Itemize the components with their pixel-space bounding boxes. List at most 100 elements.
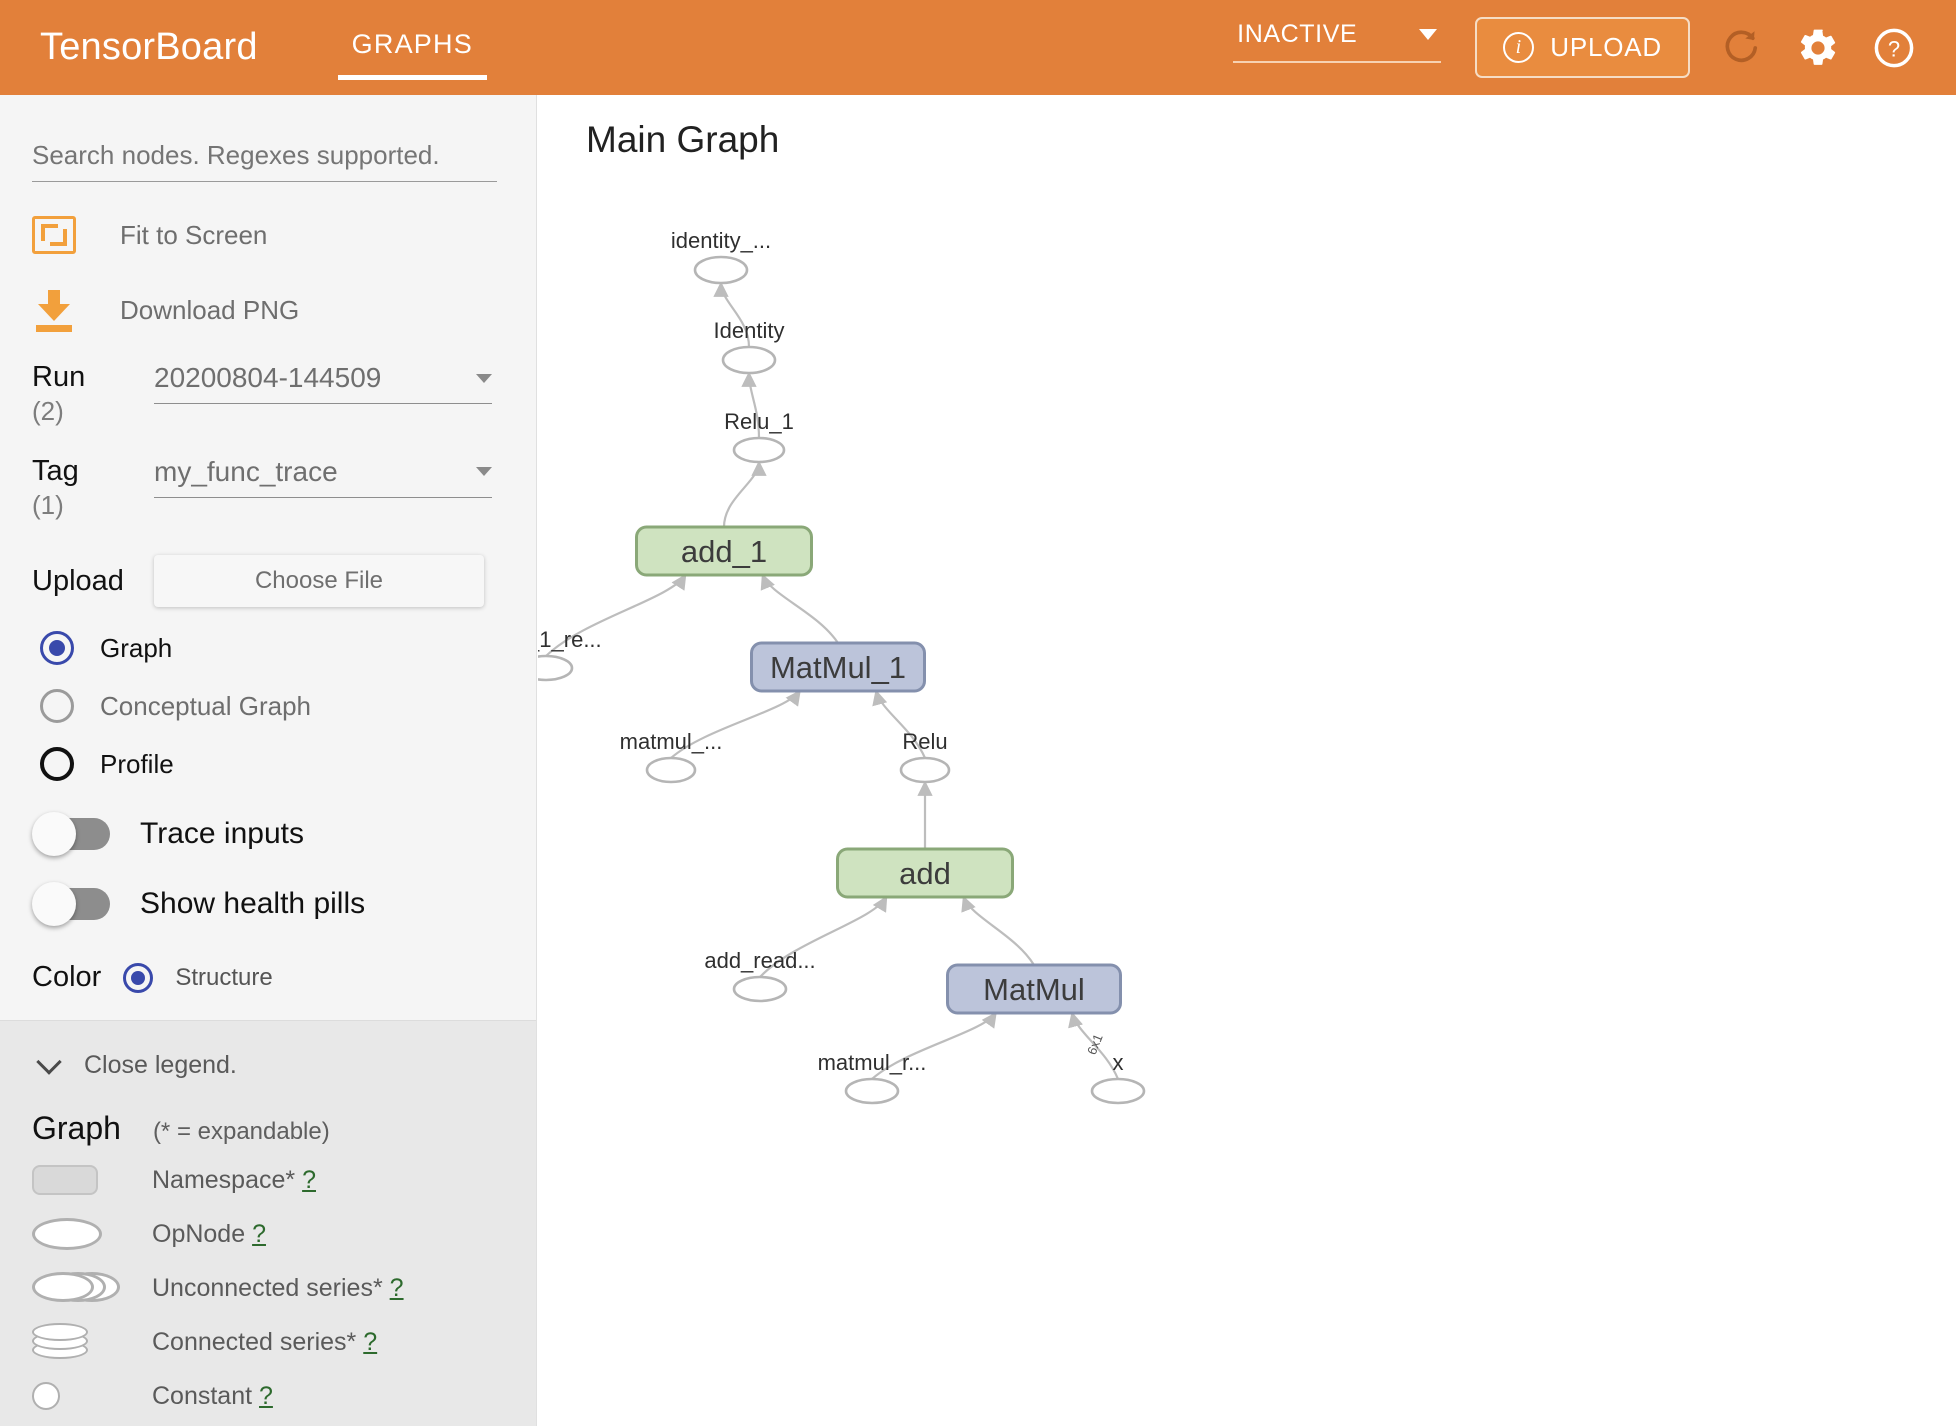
legend-subtitle: (* = expandable) xyxy=(152,1118,330,1146)
gear-icon[interactable] xyxy=(1796,26,1840,70)
op-node-label: add_read... xyxy=(704,948,815,973)
radio-graph[interactable]: Graph xyxy=(40,631,536,666)
namespace-node-shape[interactable] xyxy=(836,847,1014,899)
graph-edge xyxy=(722,460,767,528)
namespace-node-shape[interactable] xyxy=(635,525,813,577)
tab-graphs[interactable]: GRAPHS xyxy=(337,29,488,90)
constant-swatch-icon xyxy=(32,1382,128,1411)
help-link[interactable]: ? xyxy=(389,1273,404,1302)
refresh-icon[interactable] xyxy=(1722,27,1764,69)
legend-item-label: Constant ? xyxy=(152,1381,273,1410)
run-state-dropdown[interactable]: INACTIVE xyxy=(1233,20,1442,63)
tag-field: Tag (1) my_func_trace xyxy=(32,456,536,520)
app-header: TensorBoard GRAPHS INACTIVE i UPLOAD xyxy=(0,0,1956,95)
graph-node-add[interactable]: add xyxy=(836,847,1014,899)
download-png-button[interactable]: Download PNG xyxy=(32,288,536,332)
op-node-shape[interactable] xyxy=(645,756,697,784)
tag-count: (1) xyxy=(32,490,64,521)
graph-node-MatMul[interactable]: MatMul xyxy=(946,963,1122,1015)
search-wrapper xyxy=(32,140,497,182)
help-link[interactable]: ? xyxy=(252,1219,266,1248)
op-node-shape[interactable] xyxy=(732,436,786,464)
unconnected-series-swatch-icon xyxy=(32,1271,128,1305)
header-right-controls: INACTIVE i UPLOAD xyxy=(1233,17,1916,78)
graph-edge xyxy=(713,281,751,348)
help-icon[interactable]: ? xyxy=(1872,26,1916,70)
graph-node-matmul_read[interactable]: matmul_r... xyxy=(818,1050,927,1105)
radio-graph-label: Graph xyxy=(100,632,173,663)
graph-node-x[interactable]: x xyxy=(1090,1050,1146,1105)
op-node-label: Identity xyxy=(714,318,785,343)
op-node-shape[interactable] xyxy=(1090,1077,1146,1105)
op-node-label: Relu_1 xyxy=(724,409,794,434)
graph-node-Relu[interactable]: Relu xyxy=(899,729,951,784)
legend-title: Graph xyxy=(32,1110,121,1147)
radio-color-structure-indicator[interactable] xyxy=(123,962,154,993)
close-legend-button[interactable]: Close legend. xyxy=(36,1049,536,1080)
search-input[interactable] xyxy=(32,140,497,182)
op-node-shape[interactable] xyxy=(899,756,951,784)
run-value: 20200804-144509 xyxy=(154,362,382,393)
namespace-node-label: MatMul xyxy=(983,972,1085,1007)
op-node-label: x xyxy=(1113,1050,1124,1075)
fit-to-screen-button[interactable]: Fit to Screen xyxy=(32,216,536,254)
toggle-show-health-pills-label: Show health pills xyxy=(140,887,366,921)
toggle-trace-inputs-label: Trace inputs xyxy=(140,817,304,851)
graph-node-matmul_read1[interactable]: matmul_... xyxy=(620,729,723,784)
radio-profile[interactable]: Profile xyxy=(40,747,536,782)
graph-node-add_1_read[interactable]: add_1_re... xyxy=(538,627,602,682)
graph-node-add_1[interactable]: add_1 xyxy=(635,525,813,577)
color-section: Color Structure xyxy=(32,961,536,994)
radio-profile-label: Profile xyxy=(100,748,174,779)
graph-node-add_read[interactable]: add_read... xyxy=(704,948,816,1003)
namespace-node-shape[interactable] xyxy=(750,641,926,693)
graph-edge xyxy=(545,573,687,657)
op-node-label: identity_... xyxy=(671,228,771,253)
help-link[interactable]: ? xyxy=(302,1165,316,1194)
choose-file-button[interactable]: Choose File xyxy=(154,555,484,608)
fit-to-screen-icon xyxy=(32,216,96,254)
chevron-down-icon xyxy=(476,467,492,477)
radio-conceptual-graph-label: Conceptual Graph xyxy=(100,690,312,721)
tag-select[interactable]: my_func_trace xyxy=(154,456,492,498)
help-link[interactable]: ? xyxy=(259,1381,273,1410)
run-select[interactable]: 20200804-144509 xyxy=(154,362,492,404)
run-count: (2) xyxy=(32,396,64,427)
graph-node-Relu_1[interactable]: Relu_1 xyxy=(724,409,794,464)
op-node-shape[interactable] xyxy=(844,1077,900,1105)
upload-button[interactable]: i UPLOAD xyxy=(1475,17,1690,78)
graph-node-identity_1[interactable]: identity_... xyxy=(671,228,771,285)
legend-item: Constant ? xyxy=(32,1375,536,1417)
close-legend-label: Close legend. xyxy=(84,1051,237,1080)
graph-edge xyxy=(1068,1011,1120,1080)
toggle-trace-inputs-switch xyxy=(32,812,110,857)
op-node-shape[interactable] xyxy=(693,255,749,285)
graph-edge xyxy=(759,895,888,978)
run-label: Run (2) xyxy=(32,362,122,426)
radio-conceptual-graph[interactable]: Conceptual Graph xyxy=(40,689,536,724)
app-title: TensorBoard xyxy=(40,26,258,68)
graph-edges: 6x1 xyxy=(545,281,1120,1080)
graph-edge xyxy=(961,895,1035,966)
chevron-down-icon xyxy=(36,1049,62,1075)
radio-conceptual-graph-indicator xyxy=(40,689,74,724)
upload-label: Upload xyxy=(32,565,124,598)
graph-node-MatMul_1[interactable]: MatMul_1 xyxy=(750,641,926,693)
toggle-show-health-pills[interactable]: Show health pills xyxy=(32,882,536,927)
toggle-trace-inputs[interactable]: Trace inputs xyxy=(32,812,536,857)
help-link[interactable]: ? xyxy=(363,1327,378,1356)
op-node-shape[interactable] xyxy=(538,654,574,682)
namespace-node-shape[interactable] xyxy=(946,963,1122,1015)
namespace-node-label: add xyxy=(899,856,951,891)
op-node-shape[interactable] xyxy=(732,975,788,1003)
fit-to-screen-label: Fit to Screen xyxy=(120,219,268,250)
graph-node-Identity[interactable]: Identity xyxy=(714,318,785,375)
namespace-node-label: add_1 xyxy=(681,534,767,569)
op-node-shape[interactable] xyxy=(721,345,777,375)
graph-edge xyxy=(872,689,927,759)
legend-item: Unconnected series* ? xyxy=(32,1267,536,1309)
